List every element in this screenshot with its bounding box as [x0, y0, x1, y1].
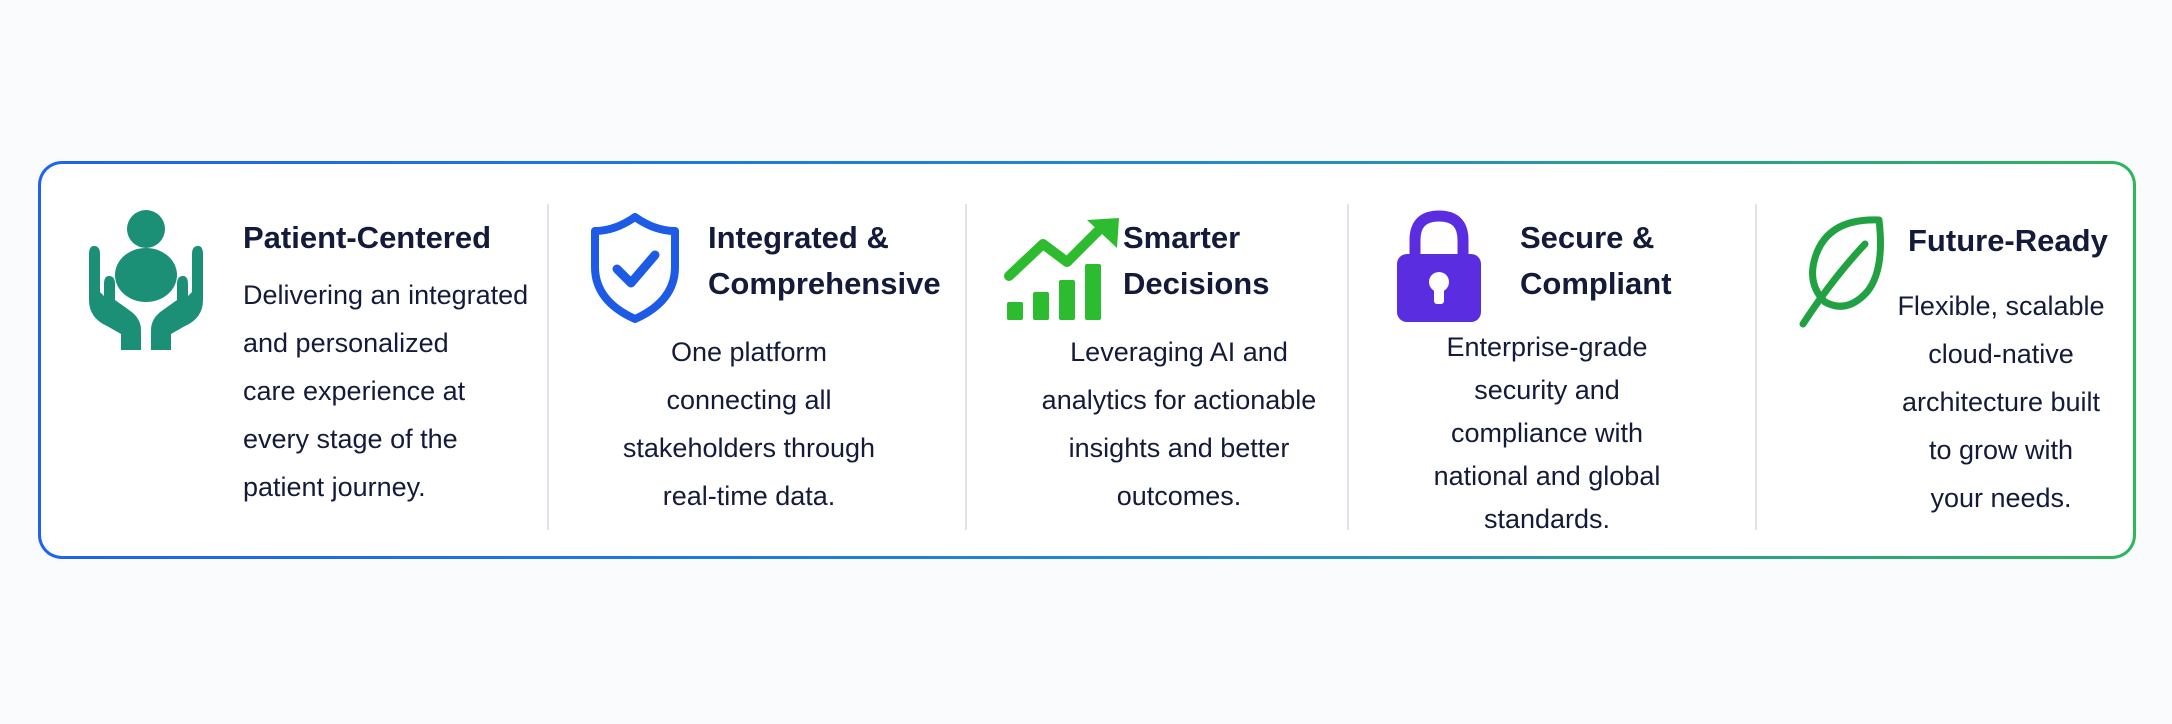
divider [1347, 204, 1349, 530]
feature-title: Smarter Decisions [1123, 220, 1270, 301]
feature-description: Enterprise-grade security and compliance… [1433, 332, 1661, 534]
growth-chart-icon [1003, 216, 1127, 322]
feature-description: One platform connecting all stakeholders… [622, 337, 876, 511]
divider [547, 204, 549, 530]
padlock-icon [1397, 210, 1481, 322]
feature-description: Flexible, scalable cloud-native architec… [1897, 291, 2105, 513]
shield-check-icon [589, 211, 681, 325]
feature-title: Patient-Centered [243, 220, 492, 255]
divider [1755, 204, 1757, 530]
divider [965, 204, 967, 530]
feature-title: Secure & Compliant [1520, 220, 1672, 301]
feature-title: Future-Ready [1908, 223, 2108, 258]
leaf-icon [1793, 214, 1889, 330]
features-panel: Patient-Centered Delivering an integrate… [38, 161, 2136, 559]
hands-person-icon [85, 208, 207, 350]
feature-title: Integrated & Comprehensive [708, 220, 941, 301]
feature-description: Leveraging AI and analytics for actionab… [1041, 337, 1317, 511]
feature-description: Delivering an integrated and personalize… [243, 280, 529, 502]
